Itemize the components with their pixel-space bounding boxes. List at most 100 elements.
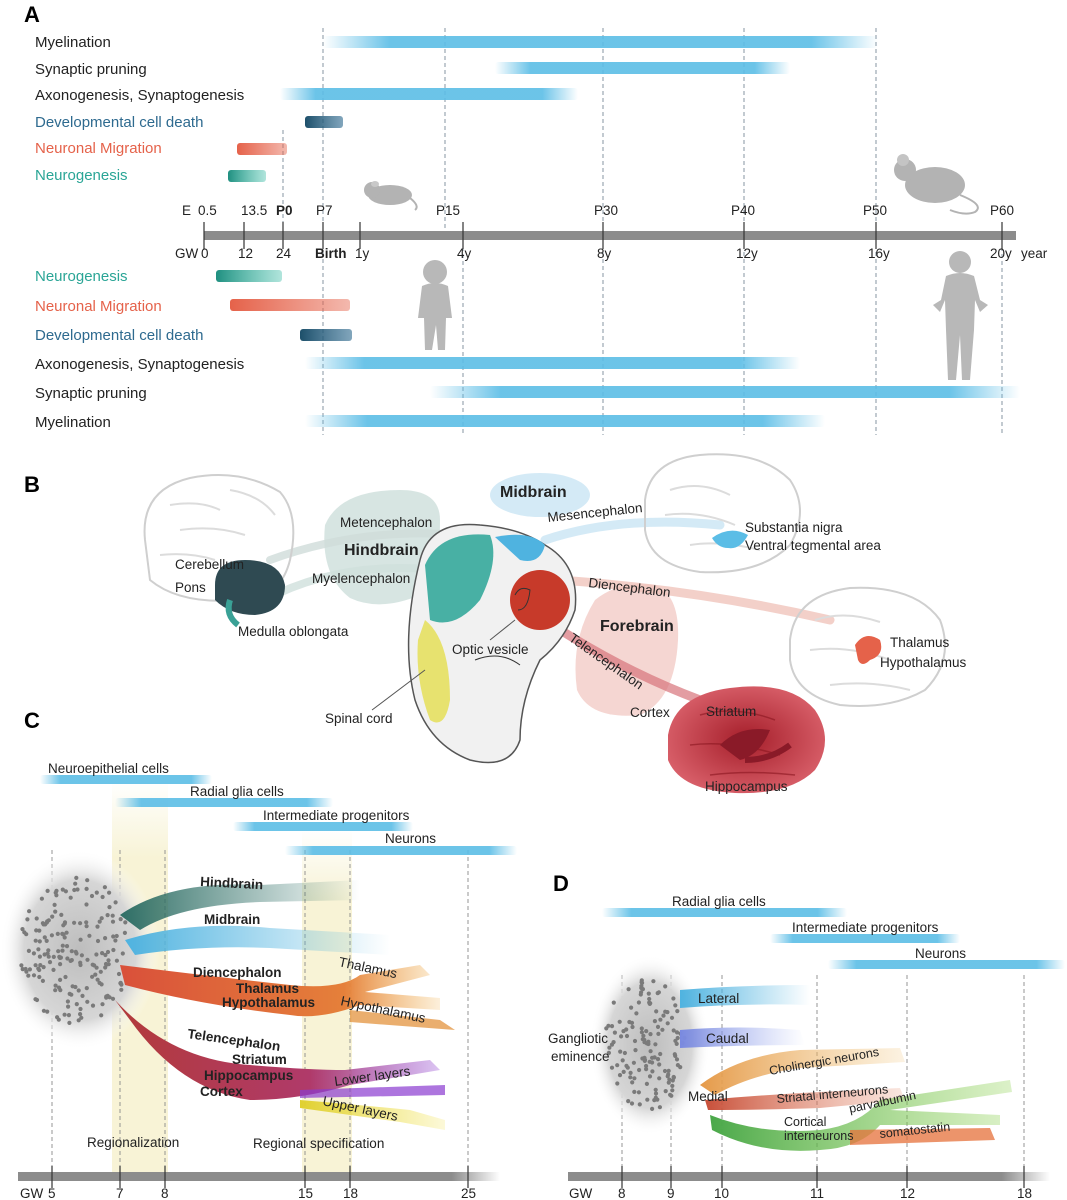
b-hippocampus-label: Hippocampus — [705, 779, 788, 794]
progenitor-dot — [116, 971, 122, 977]
c-bar-neuroepithelial — [40, 775, 212, 784]
progenitor-dot — [19, 963, 24, 968]
progenitor-dot — [95, 924, 100, 929]
progenitor-dot — [674, 1041, 679, 1046]
d-lateral-label: Lateral — [698, 991, 739, 1006]
d-axis-12: 12 — [900, 1186, 915, 1200]
progenitor-dot — [79, 1015, 84, 1020]
a-tick-P60: P60 — [990, 203, 1014, 218]
progenitor-dot — [647, 1074, 653, 1079]
progenitor-dot — [626, 987, 631, 992]
a-human-label-1: Neuronal Migration — [35, 298, 162, 315]
progenitor-dot — [639, 1030, 645, 1035]
progenitor-dot — [22, 930, 27, 935]
progenitor-dot — [90, 974, 95, 979]
progenitor-dot — [647, 1001, 652, 1007]
d-source-line1: Gangliotic — [548, 1031, 608, 1046]
progenitor-dot — [110, 996, 116, 1001]
progenitor-dot — [648, 1049, 653, 1054]
progenitor-dot — [37, 954, 43, 959]
progenitor-dot — [100, 1002, 105, 1007]
progenitor-dot — [678, 1065, 683, 1070]
progenitor-dot — [39, 896, 45, 901]
a-mouse-label-4: Neuronal Migration — [35, 140, 162, 157]
progenitor-dot — [53, 983, 58, 988]
progenitor-dot — [674, 1030, 680, 1035]
progenitor-dot — [50, 914, 55, 919]
progenitor-dot — [46, 918, 51, 923]
progenitor-dot — [617, 1019, 622, 1024]
progenitor-dot — [68, 895, 73, 900]
progenitor-dot — [75, 887, 80, 892]
progenitor-dot — [67, 991, 72, 997]
a-htick-12y: 12y — [736, 246, 758, 261]
progenitor-dot — [76, 1018, 81, 1023]
c-bar-intermediate — [233, 822, 413, 831]
progenitor-dot — [657, 1062, 662, 1067]
a-human-label-5: Myelination — [35, 414, 111, 431]
a-htick-0: 0 — [201, 246, 209, 261]
a-mouse-bars — [228, 36, 878, 182]
c-axis-ticks — [51, 1166, 469, 1188]
progenitor-dot — [114, 958, 119, 963]
a-mouse-label-5: Neurogenesis — [35, 167, 128, 184]
progenitor-dot — [65, 956, 70, 961]
progenitor-dot — [74, 875, 79, 881]
progenitor-dot — [94, 965, 99, 970]
progenitor-dot — [66, 1004, 71, 1009]
progenitor-dot — [84, 986, 89, 991]
progenitor-dot — [97, 980, 102, 986]
progenitor-dot — [647, 996, 652, 1002]
progenitor-dot — [34, 928, 39, 933]
progenitor-dot — [650, 1106, 655, 1111]
progenitor-dot — [661, 1013, 666, 1018]
a-human-label-4: Synaptic pruning — [35, 385, 147, 402]
a-human-label-0: Neurogenesis — [35, 268, 128, 285]
b-cerebellum-label: Cerebellum — [175, 557, 244, 572]
progenitor-dot — [636, 1000, 642, 1005]
progenitor-dot — [57, 955, 63, 961]
brain-outline-forebrain-icon — [789, 586, 946, 707]
progenitor-dot — [60, 948, 65, 953]
d-source-line2: eminence — [551, 1049, 610, 1064]
progenitor-dot — [62, 920, 68, 925]
progenitor-dot — [120, 951, 125, 956]
progenitor-dot — [78, 960, 83, 965]
progenitor-dot — [615, 1081, 620, 1086]
progenitor-dot — [606, 1050, 612, 1055]
progenitor-dot — [604, 1026, 609, 1031]
progenitor-dot — [619, 1034, 624, 1039]
d-bar-intermediate — [770, 934, 960, 943]
d-cell-bar-labels: Radial glia cells Intermediate progenito… — [672, 894, 966, 961]
a-htick-20y: 20y — [990, 246, 1012, 261]
a-mouse-bar-axonogenesis — [280, 88, 578, 100]
progenitor-dot — [20, 927, 25, 932]
d-axis-18: 18 — [1017, 1186, 1032, 1200]
brain-outline-midbrain-icon — [644, 453, 801, 574]
progenitor-dot — [628, 1075, 633, 1080]
progenitor-dot — [56, 1017, 61, 1022]
progenitor-dot — [62, 1012, 67, 1017]
progenitor-dot — [62, 935, 67, 940]
progenitor-dot — [654, 1009, 659, 1014]
progenitor-dot — [104, 994, 109, 999]
a-tick-13-5: 13.5 — [241, 203, 267, 218]
d-cortical1-label: Cortical — [784, 1115, 826, 1129]
c-branches — [115, 880, 455, 1130]
progenitor-dot — [45, 888, 50, 894]
c-neurons-label: Neurons — [385, 831, 436, 846]
cortex-brain-icon — [668, 686, 825, 794]
progenitor-dot — [100, 951, 105, 956]
child-silhouette-icon — [418, 260, 452, 350]
a-human-label-3: Axonogenesis, Synaptogenesis — [35, 356, 244, 373]
progenitor-dot — [648, 1032, 653, 1037]
progenitor-dot — [65, 999, 70, 1004]
progenitor-dot — [670, 1088, 675, 1093]
progenitor-dot — [644, 1067, 649, 1072]
c-axis-15: 15 — [298, 1186, 313, 1200]
progenitor-dot — [639, 1026, 644, 1031]
progenitor-dot — [626, 1099, 631, 1104]
progenitor-dot — [118, 917, 123, 922]
progenitor-dot — [78, 937, 83, 942]
progenitor-dot — [84, 920, 89, 925]
